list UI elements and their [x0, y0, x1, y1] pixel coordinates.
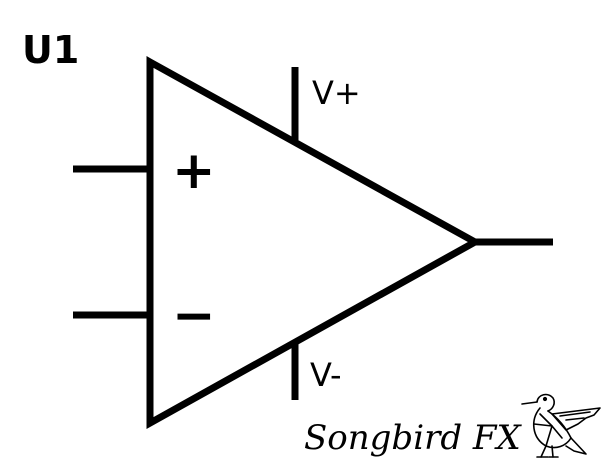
component-reference-label: U1	[22, 28, 79, 72]
inverting-input-symbol: −	[172, 286, 216, 346]
op-amp-triangle	[146, 56, 483, 429]
brand-name: Songbird FX	[304, 418, 522, 458]
negative-supply-label: V-	[310, 356, 342, 394]
hummingbird-icon	[521, 393, 601, 458]
positive-supply-label: V+	[312, 74, 361, 112]
non-inverting-input-symbol: +	[172, 141, 216, 201]
